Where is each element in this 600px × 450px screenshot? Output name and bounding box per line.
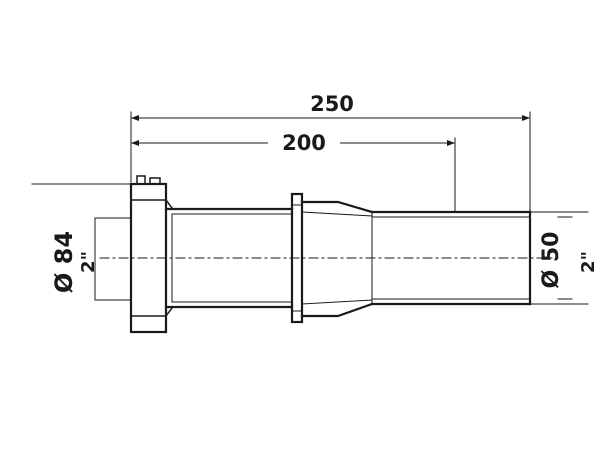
- reducer-outline-bottom: [300, 302, 374, 318]
- arrowhead-right-icon: [447, 140, 455, 146]
- label-diameter-84: Ø 84: [50, 231, 78, 293]
- left-flange: [94, 175, 174, 334]
- reducer-outline-top: [300, 200, 374, 214]
- flange-boss: [149, 177, 161, 185]
- flange-chamfer-top: [164, 198, 174, 210]
- flange-chamfer-bottom: [164, 306, 174, 318]
- reducer-inner-bottom: [301, 299, 373, 305]
- flange-boss: [136, 175, 146, 185]
- dimension-overall-length: 250: [130, 92, 531, 213]
- dimension-label-250: 250: [310, 92, 354, 116]
- reducer-inner-top: [301, 211, 373, 217]
- arrowhead-right-icon: [522, 115, 530, 121]
- label-thread-left: 2": [78, 251, 99, 273]
- dimension-label-200: 200: [282, 131, 326, 155]
- reducer-section: [300, 200, 374, 318]
- arrowhead-left-icon: [131, 140, 139, 146]
- dimension-inner-length: 200: [130, 128, 456, 213]
- arrowhead-left-icon: [131, 115, 139, 121]
- pipe-section-right: [370, 210, 589, 306]
- label-thread-right: 2": [578, 251, 599, 273]
- label-diameter-50: Ø 50: [539, 232, 564, 289]
